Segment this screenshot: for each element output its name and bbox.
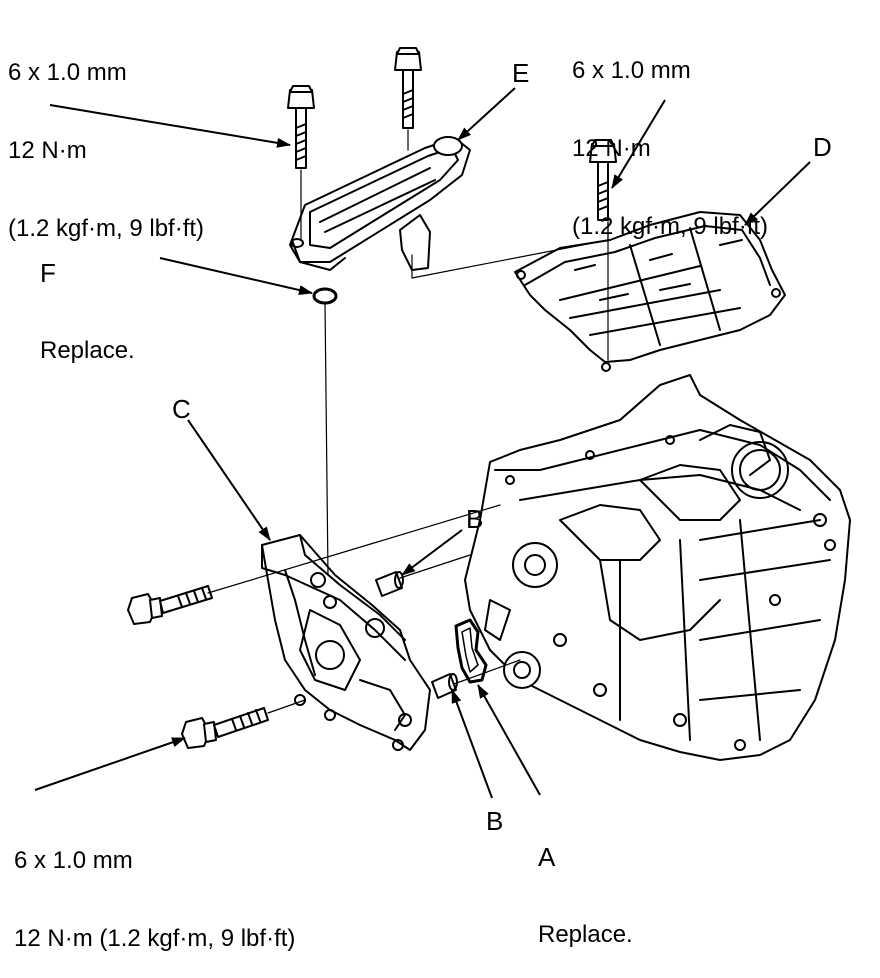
callout-b-upper: B	[466, 504, 484, 534]
o-ring-f	[312, 287, 338, 305]
bolt-pump-upper	[127, 585, 213, 625]
callout-a-group: A Replace.	[538, 792, 633, 974]
spec-top-left-torque-alt: (1.2 kgf·m, 9 lbf·ft)	[8, 215, 205, 242]
spec-top-right-torque-alt: (1.2 kgf·m, 9 lbf·ft)	[572, 213, 769, 240]
callout-f: F	[40, 258, 56, 288]
bolt-left-e	[287, 85, 315, 169]
spec-top-left-torque: 12 N·m	[8, 137, 87, 164]
callout-a: A	[538, 842, 556, 872]
baffle-plate-d	[514, 211, 786, 372]
bolt-pump-lower	[181, 707, 269, 749]
dowel-pin-b-upper	[375, 571, 404, 597]
callout-d: D	[813, 132, 832, 162]
spec-top-right-torque: 12 N·m	[572, 135, 651, 162]
oil-strainer-e	[289, 136, 471, 271]
callout-c: C	[172, 394, 191, 424]
spec-bottom-left: 6 x 1.0 mm 12 N·m (1.2 kgf·m, 9 lbf·ft)	[14, 796, 295, 978]
spec-top-left-size: 6 x 1.0 mm	[8, 59, 127, 86]
bolt-right-e	[394, 47, 422, 129]
exploded-parts-diagram	[34, 47, 851, 799]
spec-top-right-size: 6 x 1.0 mm	[572, 57, 691, 84]
spec-bottom-left-torque: 12 N·m (1.2 kgf·m, 9 lbf·ft)	[14, 925, 296, 952]
callout-b-lower: B	[486, 806, 504, 836]
spec-top-left: 6 x 1.0 mm 12 N·m (1.2 kgf·m, 9 lbf·ft)	[8, 8, 204, 268]
callout-a-note: Replace.	[538, 921, 633, 948]
bolt-d	[589, 139, 617, 221]
leader-arrows	[34, 87, 811, 799]
spec-top-right: 6 x 1.0 mm 12 N·m (1.2 kgf·m, 9 lbf·ft)	[572, 6, 768, 266]
alignment-lines	[207, 129, 609, 714]
callout-f-note: Replace.	[40, 337, 135, 364]
engine-block	[464, 374, 851, 761]
callout-e: E	[512, 58, 530, 88]
callout-f-group: F Replace.	[40, 208, 135, 390]
oil-pump-c	[261, 534, 431, 751]
spec-bottom-left-size: 6 x 1.0 mm	[14, 847, 133, 874]
